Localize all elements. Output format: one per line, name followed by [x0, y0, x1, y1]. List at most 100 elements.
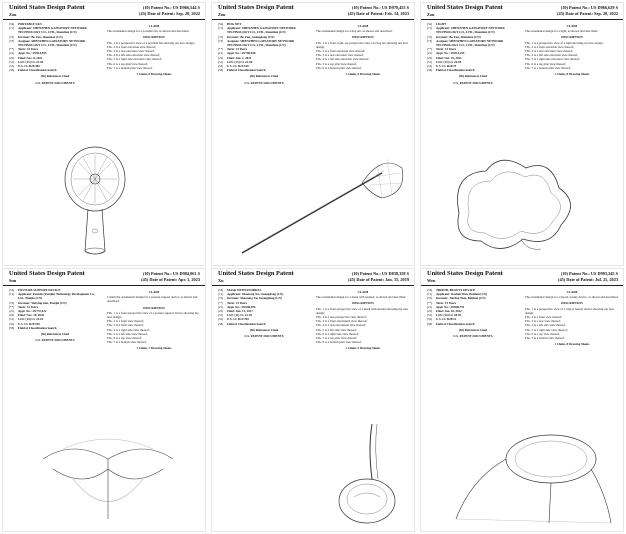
bibliographic-column: (54)MASK WITH SNORKEL (71)Applicant: Sha… — [218, 288, 310, 339]
posture-support-drawing — [42, 438, 174, 519]
references-title: (56) References Cited — [249, 74, 279, 79]
field-row: (51)LOC (14) Cl. 24-01 — [9, 317, 44, 322]
patent-number: (10) Patent No.: US D993,245 S — [560, 271, 618, 276]
references-title: (56) References Cited — [458, 327, 488, 332]
desc-line: FIG. 4 is a left side elevation view the… — [316, 57, 370, 62]
field-row: (73)Assignee: SHENZHEN GAINATORY NETWORK… — [9, 38, 86, 48]
description-title: DESCRIPTION — [143, 35, 165, 40]
drawing-sheets-count: 1 Claim, 8 Drawing Sheets — [554, 72, 590, 77]
claim-title: CLAIM — [357, 290, 369, 294]
desc-line: FIG. 6 is a top plan view thereof; — [525, 61, 567, 66]
patent-page-posture-support: United States Design Patent Sun (10) Pat… — [2, 268, 206, 532]
references-subtitle: U.S. PATENT DOCUMENTS — [35, 80, 75, 85]
claims-column: CLAIM The ornamental design for a light,… — [525, 22, 619, 77]
tripod-drawing — [455, 434, 612, 524]
claim-text: The ornamental design for a mask with sn… — [316, 295, 406, 300]
field-row: (52)U.S. Cl. D22/146 — [218, 64, 249, 69]
claim-title: CLAIM — [357, 24, 369, 28]
inventor-surname: Sun — [9, 278, 17, 283]
field-row: (72)Inventor: Shaotong Xu, Guangdong (CN… — [218, 296, 282, 301]
desc-line: FIG. 1 is a perspective view of a tripod… — [525, 306, 615, 315]
patent-title: United States Design Patent — [9, 4, 85, 11]
inventor-surname: Zou — [9, 12, 17, 17]
desc-line: FIG. 1 is a front, right, top perspectiv… — [316, 40, 408, 49]
patent-number: (10) Patent No.: US D838,358 S — [351, 271, 409, 276]
inventor-surname: Zou — [218, 12, 226, 17]
inventor-surname: Xu — [218, 278, 224, 283]
desc-line: FIG. 2 is a front elevation view thereof… — [316, 49, 366, 54]
field-row: (54)LIGHT — [427, 22, 447, 26]
claims-column: CLAIM The ornamental design for a mask w… — [316, 288, 410, 352]
references-subtitle: U.S. PATENT DOCUMENTS — [453, 334, 493, 339]
desc-line: FIG. 2 is a rear perspective view thereo… — [316, 315, 367, 320]
patent-title: United States Design Patent — [218, 4, 294, 11]
field-row: (58)Field of Classification Search — [427, 321, 475, 326]
field-row: (58)Field of Classification Search — [9, 68, 57, 73]
field-row: (73)Assignee: SHENZHEN GAINATORY NETWORK… — [427, 38, 504, 48]
patent-page-portable-fan: United States Design Patent Zou (10) Pat… — [2, 2, 206, 266]
desc-line: FIG. 3 is a back view thereof; — [107, 323, 144, 328]
fan-drawing — [64, 146, 126, 255]
drawing-sheets-count: 1 Claim, 7 Drawing Sheets — [136, 346, 172, 351]
field-row: (51)LOC (13) Cl. 22-06 — [218, 59, 253, 64]
field-row: (22)Filed: Jun. 15, 2017 — [218, 309, 253, 314]
field-row: (72)Inventor: Bo Zou, Shenzhen (CN) — [427, 34, 481, 39]
field-row: (73)Assignee: SHENZHEN GAINATORY NETWORK… — [218, 38, 295, 48]
bibliographic-column: (54)TRIPOD, BEAUTY DEVICE (71)Applicant:… — [427, 288, 519, 339]
references-subtitle: U.S. PATENT DOCUMENTS — [35, 338, 75, 343]
desc-line: FIG. 5 is a top plan view thereof; — [316, 61, 358, 66]
desc-line: FIG. 8 is a bottom plan view thereof. — [316, 340, 362, 345]
desc-line: FIG. 4 is a left side elevation view the… — [525, 53, 579, 58]
field-row: (52)U.S. Cl. D26/73 — [427, 64, 457, 69]
field-row: (**)Term: 15 Years — [218, 300, 248, 305]
desc-line: FIG. 4 is a rear elevational view thereo… — [316, 323, 367, 328]
patent-date: (45) Date of Patent: Sep. 20, 2022 — [557, 11, 618, 16]
field-row: (52)U.S. Cl. D24/190 — [9, 321, 40, 326]
field-row: (**)Term: 15 Years — [9, 304, 39, 309]
references-subtitle: U.S. PATENT DOCUMENTS — [244, 334, 284, 339]
inventor-surname: Wen — [427, 278, 436, 283]
desc-line: FIG. 6 is a top plan view thereof; — [107, 61, 149, 66]
field-row: (21)Appl. No.: 29/737,812 — [9, 309, 47, 314]
desc-line: FIG. 4 is a left side elevation view the… — [107, 53, 161, 58]
field-row: (72)Inventor: Bo Zou, Guangdong (CN) — [218, 34, 275, 39]
patent-header: United States Design Patent Zou (10) Pat… — [421, 3, 623, 20]
references-title: (56) References Cited — [458, 74, 488, 79]
drawing-sheets-count: 1 Claim, 6 Drawing Sheets — [345, 72, 381, 77]
patent-number: (10) Patent No.: US D978,455 S — [351, 5, 409, 10]
desc-line: FIG. 3 is a front elevational view there… — [316, 319, 368, 324]
hog-net-drawing — [241, 158, 404, 254]
field-row: (71)Applicant: SHENZHEN GAINATORY NETWOR… — [427, 26, 505, 35]
claims-column: CLAIM I claim the ornamental design for … — [107, 288, 201, 352]
patent-title: United States Design Patent — [218, 270, 294, 277]
desc-line: FIG. 7 is a top plan view thereof; — [316, 336, 358, 341]
drawing-sheets-count: 1 Claim, 9 Drawing Sheets — [345, 346, 381, 351]
field-row: (21)Appl. No.: 29/786,958 — [218, 51, 256, 56]
patent-date: (45) Date of Patent: Jul. 25, 2023 — [558, 277, 618, 282]
field-row: (**)Term: 15 Years — [427, 47, 457, 52]
field-row: (72)Inventor: Jiachen Wen, Beizhen (CN) — [427, 296, 486, 301]
desc-line: FIG. 7 is a bottom plan view thereof. — [525, 65, 571, 70]
field-row: (71)Applicant: Pounds (Tianjin) Technolo… — [9, 292, 96, 301]
field-row: (71)Applicant: SHENZHEN GAINATORY NETWOR… — [218, 26, 296, 35]
patent-date: (45) Date of Patent: Sep. 20, 2022 — [139, 11, 200, 16]
patent-date: (45) Date of Patent: Apr. 3, 2023 — [141, 277, 200, 282]
patent-page-light: United States Design Patent Zou (10) Pat… — [420, 2, 624, 266]
references-subtitle: U.S. PATENT DOCUMENTS — [244, 80, 284, 85]
field-row: (54)HOG NET — [218, 22, 242, 26]
patent-number: (10) Patent No.: US D984,061 S — [142, 271, 200, 276]
field-row: (51)LOC (13) Cl. 26-05 — [427, 59, 462, 64]
desc-line: FIG. 5 is a right side elevation view th… — [525, 57, 580, 62]
patent-date: (45) Date of Patent: Jan. 15, 2019 — [348, 277, 409, 282]
field-row: (22)Filed: Nov. 8, 2021 — [9, 55, 43, 60]
field-row: (21)Appl. No.: 29/606,594 — [218, 304, 256, 309]
description-title: DESCRIPTION — [561, 301, 583, 306]
desc-line: FIG. 2 is a front elevation view thereof… — [107, 44, 157, 49]
desc-line: FIG. 1 is a perspective view of a portab… — [107, 40, 195, 45]
field-row: (72)Inventor: Bo Zou, Shenzhen (CN) — [9, 34, 63, 39]
desc-line: FIG. 7 is a bottom view thereof. — [525, 336, 565, 341]
references-title: (56) References Cited — [249, 327, 279, 332]
patent-page-mask-snorkel: United States Design Patent Xu (10) Pate… — [211, 268, 415, 532]
field-row: (52)U.S. Cl. D28/12 — [427, 317, 457, 322]
patent-header: United States Design Patent Sun (10) Pat… — [3, 269, 205, 286]
